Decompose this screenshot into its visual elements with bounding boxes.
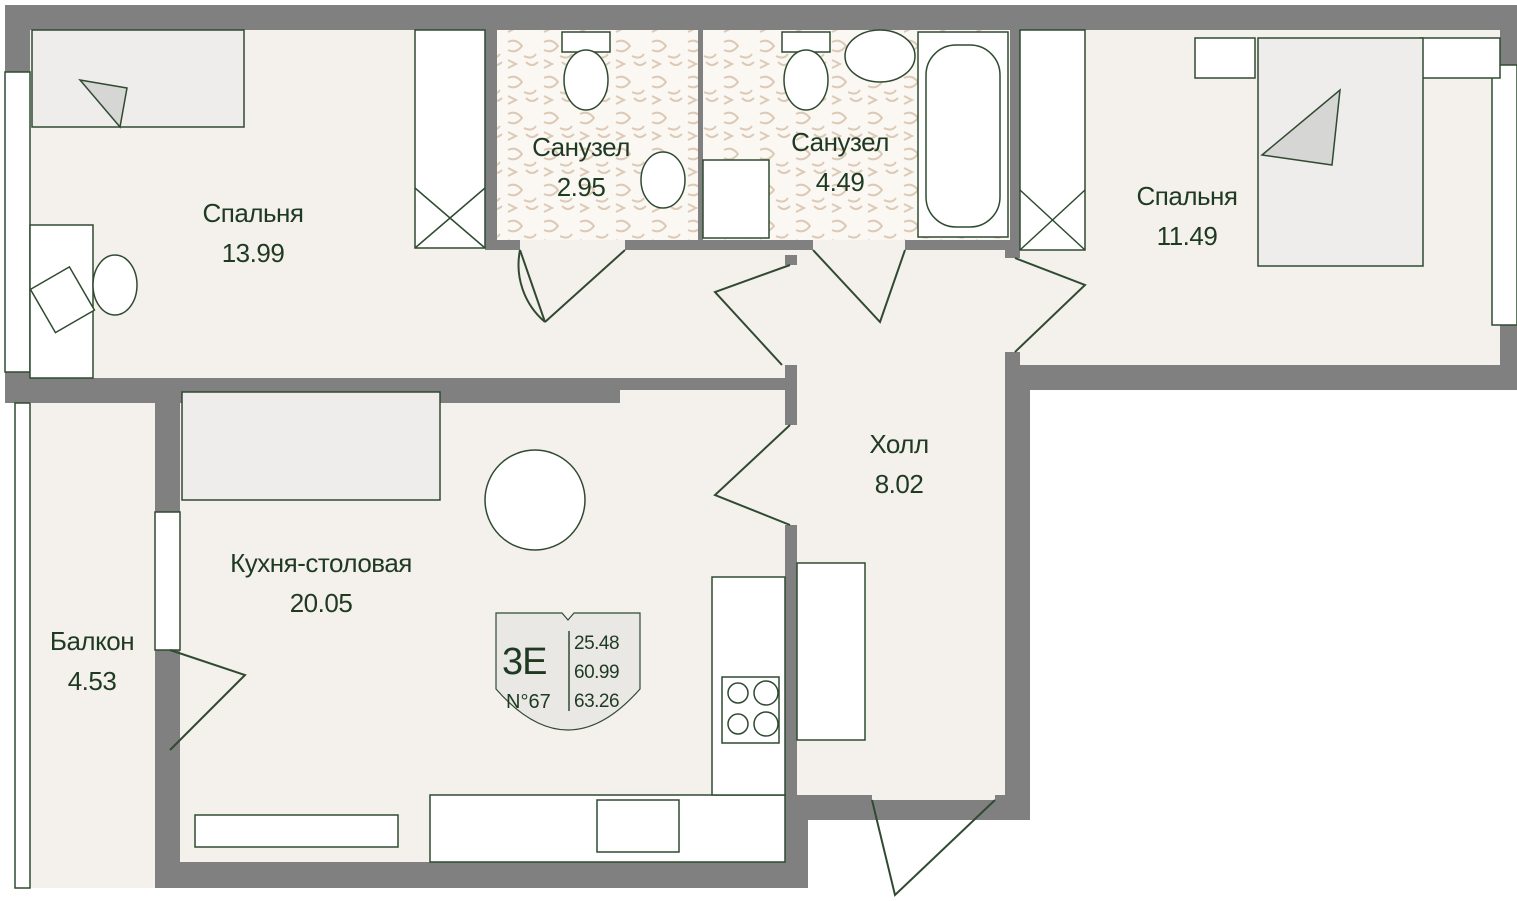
- room-name: Санузел: [791, 127, 889, 157]
- room-name: Спальня: [202, 198, 304, 228]
- laptop: [29, 265, 96, 334]
- room-name: Балкон: [49, 626, 135, 656]
- total-area: 60.99: [574, 662, 620, 683]
- chair: [92, 254, 138, 316]
- toilet-2-tank: [781, 31, 831, 53]
- total-area-with-balcony: 63.26: [574, 691, 620, 712]
- floor: [30, 30, 1500, 862]
- apartment-areas: 25.48 60.99 63.26: [574, 629, 620, 716]
- bed-single: [31, 29, 245, 128]
- washing-machine: [702, 159, 770, 239]
- toilet-1-bowl: [563, 49, 609, 111]
- room-label-balcony: Балкон 4.53: [49, 621, 135, 701]
- windows: [4, 37, 1517, 651]
- toilet-2-bowl: [783, 49, 829, 111]
- balcony-window: [14, 402, 31, 889]
- sink-1: [640, 151, 686, 209]
- wardrobe-3: [796, 562, 866, 741]
- sink-2: [844, 29, 916, 83]
- room-label-bedroom-1: Спальня 13.99: [203, 193, 304, 273]
- balcony-floor: [30, 403, 155, 888]
- room-label-bathroom-2: Санузел 4.49: [791, 122, 889, 202]
- room-area: 8.02: [874, 469, 924, 499]
- room-label-bathroom-1: Санузел 2.95: [532, 127, 630, 207]
- room-name: Холл: [869, 429, 929, 459]
- doors: [169, 249, 1087, 897]
- room-name: Спальня: [1136, 181, 1238, 211]
- kitchen-sink: [596, 799, 680, 853]
- wardrobe-1: [414, 29, 486, 249]
- room-name: Кухня-столовая: [230, 548, 412, 578]
- apartment-type: 3E: [502, 641, 547, 683]
- blanket: [78, 78, 128, 129]
- room-area: 13.99: [221, 238, 285, 268]
- room-label-hall: Холл 8.02: [869, 424, 929, 504]
- apartment-number: N°67: [506, 691, 551, 713]
- living-area: 25.48: [574, 633, 620, 654]
- badge-shape: [495, 612, 641, 731]
- dining-table: [484, 449, 586, 551]
- room-area: 4.49: [815, 167, 865, 197]
- room-area: 2.95: [556, 172, 606, 202]
- room-label-bedroom-2: Спальня 11.49: [1137, 176, 1238, 256]
- room-name: Санузел: [532, 132, 630, 162]
- room-area: 4.53: [67, 666, 117, 696]
- room-label-kitchen: Кухня-столовая 20.05: [230, 543, 412, 623]
- room-area: 20.05: [289, 588, 353, 618]
- sofa: [181, 391, 441, 501]
- room-area: 11.49: [1156, 221, 1218, 251]
- toilet-1-tank: [561, 31, 611, 53]
- apartment-badge: 3E N°67 25.48 60.99 63.26: [494, 611, 642, 743]
- wardrobe-2: [1019, 29, 1086, 251]
- tv-stand: [194, 814, 399, 848]
